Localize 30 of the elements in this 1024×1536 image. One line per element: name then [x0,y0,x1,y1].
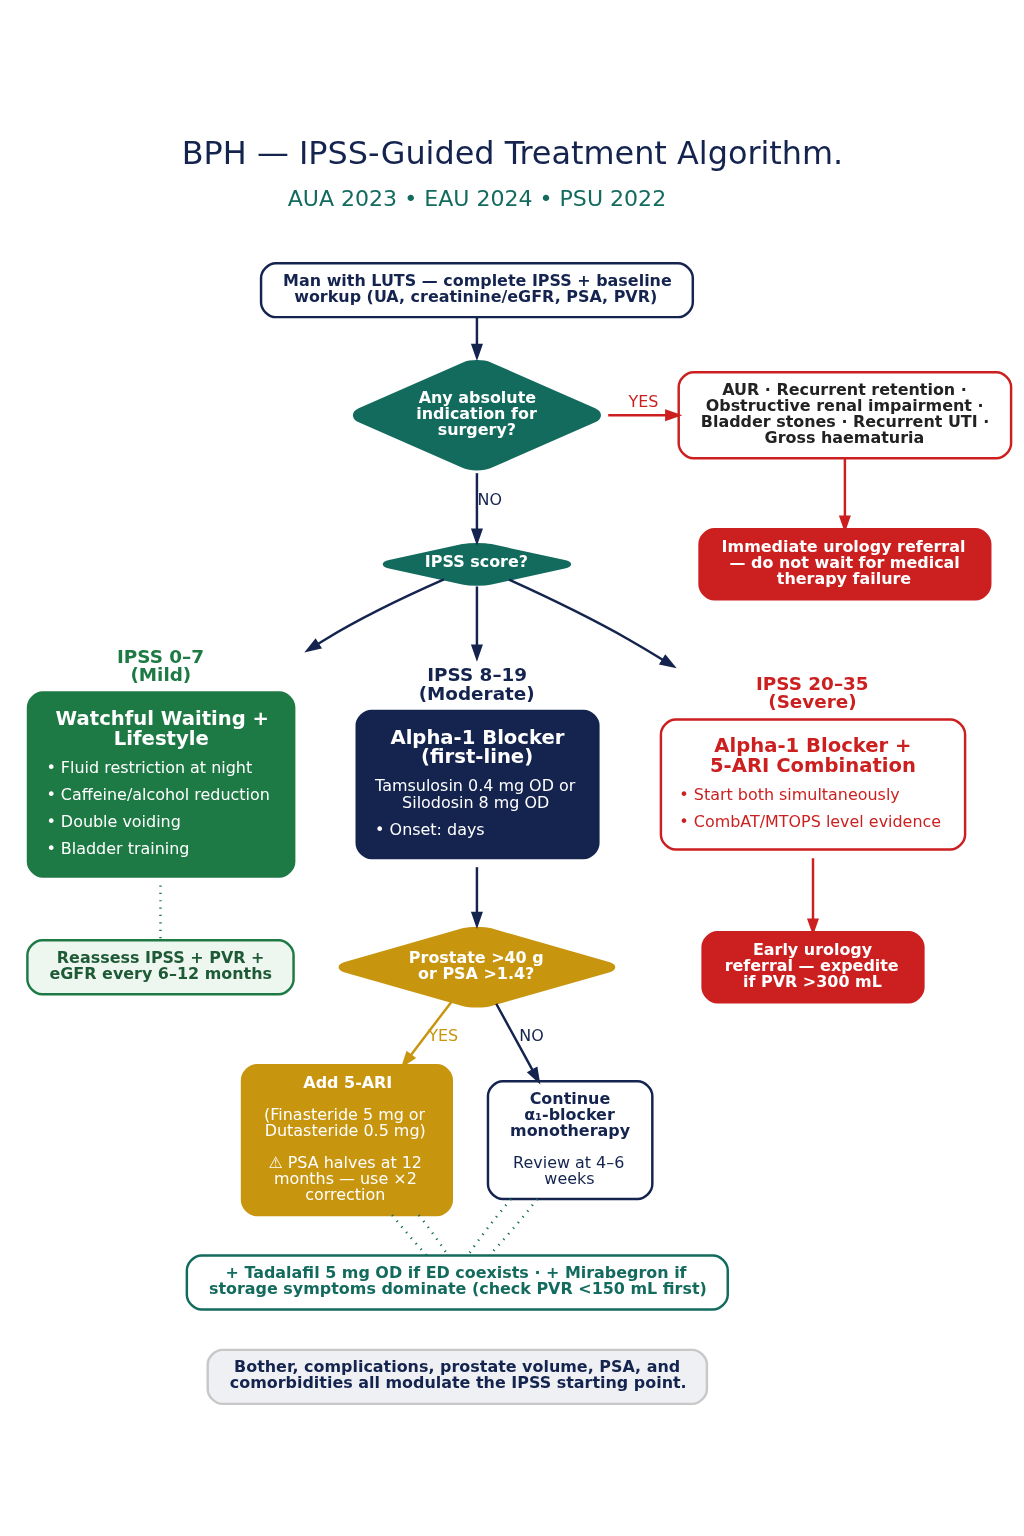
node-box: Early urology referral — expedite if PVR >300 mL [700,930,925,1003]
connector [487,1197,538,1256]
arrow [607,408,682,421]
node-box: AUR · Recurrent retention · Obstructive renal impairment · Bladder stones · Recurrent UTI · Gross haematuria [676,370,1012,459]
arrow [508,578,677,668]
arrow [470,472,483,546]
node-box: Add 5-ARI (Finasteride 5 mg or Dutasteride 0.5 mg) ⚠ PSA halves at 12 months — use ×2 correction [240,1063,453,1216]
edge-label: YES [627,391,658,411]
node-box: Reassess IPSS + PVR + eGFR every 6–12 months [25,938,295,995]
arrow [470,585,483,662]
edge-label: YES [427,1025,458,1045]
connector [390,1213,427,1256]
node-label: IPSS 20–35 (Severe) [755,672,869,712]
connector [466,1197,512,1256]
connector [158,884,162,940]
arrow [470,316,483,361]
node-label: IPSS 8–19 (Moderate) [418,663,535,704]
label: AUA 2023 • EAU 2024 • PSU 2022 [287,185,666,211]
arrow [470,866,483,929]
arrow [303,577,444,653]
edge-label: NO [477,489,502,509]
node-box: + Tadalafil 5 mg OD if ED coexists · + Mirabegron if storage symptoms dominate (check PVR <150 mL first) [185,1253,729,1311]
node-box: Bother, complications, prostate volume, PSA, and comorbidities all modulate the IPSS starting point. [205,1348,708,1405]
edge-label: NO [518,1025,544,1045]
diagram-title: BPH — IPSS-Guided Treatment Algorithm. [181,133,843,172]
node-box: Continue α₁-blocker monotherapy Review at 4–6 weeks [486,1079,654,1200]
node-box: Man with LUTS — complete IPSS + baseline workup (UA, creatinine/eGFR, PSA, PVR) [259,261,694,318]
node-box: Immediate urology referral — do not wait for medical therapy failure [697,527,991,600]
arrow [494,1002,540,1084]
node-label: IPSS 0–7 (Mild) [116,645,204,685]
